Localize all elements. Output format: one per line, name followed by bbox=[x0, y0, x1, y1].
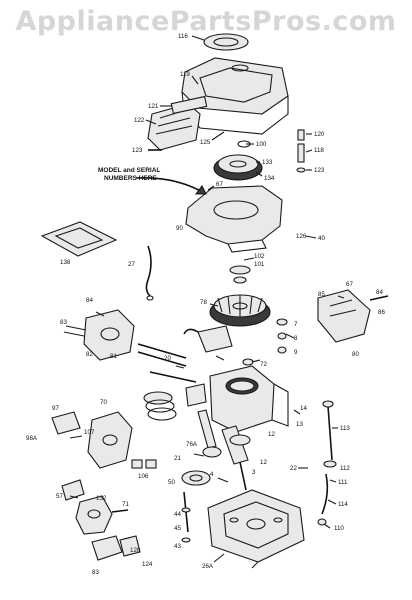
part-label: 21 bbox=[174, 455, 181, 462]
piston-part[interactable] bbox=[143, 383, 207, 421]
part-label: 90 bbox=[176, 225, 183, 232]
part-label: 45 bbox=[174, 525, 181, 532]
governor-parts-7-8-9[interactable] bbox=[242, 318, 288, 366]
part-label: 107 bbox=[84, 429, 95, 436]
part-label: 112 bbox=[340, 465, 350, 472]
ignition-coil-part[interactable] bbox=[183, 325, 233, 353]
control-bracket-part[interactable] bbox=[317, 289, 389, 343]
part-label: 67 bbox=[346, 281, 353, 288]
part-label: 114 bbox=[338, 501, 348, 508]
part-label: 125 bbox=[200, 139, 211, 146]
part-label: 72 bbox=[260, 361, 267, 368]
part-label: 128 bbox=[130, 547, 141, 554]
watermark-text: AppliancePartsPros.com bbox=[15, 6, 397, 37]
part-label: 76A bbox=[186, 441, 198, 448]
fuel-line-part[interactable] bbox=[145, 245, 154, 301]
elbow-124-part[interactable] bbox=[119, 535, 141, 557]
cylinder-block-part[interactable] bbox=[209, 365, 289, 433]
flywheel-part[interactable] bbox=[209, 265, 271, 327]
part-label: 100 bbox=[256, 141, 267, 148]
part-label: 122 bbox=[134, 117, 145, 124]
blower-housing-part[interactable] bbox=[185, 185, 283, 253]
part-label: 7 bbox=[294, 321, 298, 328]
part-label: 83 bbox=[60, 319, 67, 326]
part-label: 118 bbox=[314, 147, 324, 154]
part-label: 113 bbox=[340, 425, 350, 432]
part-label: 133 bbox=[262, 159, 273, 166]
carburetor-part[interactable] bbox=[63, 309, 135, 361]
deflector-106-part[interactable] bbox=[131, 459, 157, 469]
part-label: 4 bbox=[210, 471, 214, 478]
part-label: 44 bbox=[174, 511, 181, 518]
part-label: 9 bbox=[294, 349, 298, 356]
model-serial-arrow bbox=[135, 177, 207, 195]
part-label: 26A bbox=[202, 563, 214, 570]
part-label: 85 bbox=[318, 291, 325, 298]
gasket-138-part[interactable] bbox=[40, 221, 118, 257]
valve-parts[interactable] bbox=[181, 491, 191, 543]
part-label: 83 bbox=[92, 569, 99, 576]
muffler-part[interactable] bbox=[51, 411, 133, 469]
part-label: 12 bbox=[260, 459, 267, 466]
part-label: 106 bbox=[138, 473, 149, 480]
part-label: 57 bbox=[56, 493, 63, 500]
part-label: 110 bbox=[334, 525, 344, 532]
studs-part[interactable] bbox=[137, 343, 197, 383]
part-label: 86 bbox=[378, 309, 385, 316]
part-label: 120 bbox=[314, 131, 325, 138]
part-label: 14 bbox=[300, 405, 307, 412]
part-label: 138 bbox=[60, 259, 71, 266]
part-label: 123 bbox=[132, 147, 143, 154]
air-cleaner-part[interactable] bbox=[147, 95, 208, 151]
part-label: 50 bbox=[168, 479, 175, 486]
recoil-starter-part[interactable] bbox=[213, 140, 263, 181]
part-label: 70 bbox=[100, 399, 107, 406]
part-label: 13 bbox=[296, 421, 303, 428]
part-label: 111 bbox=[338, 479, 348, 486]
spacer-parts-120-118[interactable] bbox=[296, 129, 306, 173]
part-label: 27 bbox=[128, 261, 135, 268]
part-label: 123 bbox=[314, 167, 325, 174]
part-label: 119 bbox=[180, 71, 190, 78]
part-label: 82 bbox=[86, 351, 93, 358]
connecting-rod-part[interactable] bbox=[197, 409, 222, 458]
part-label: 43 bbox=[174, 543, 181, 550]
annotation-line-1: MODEL and SERIAL bbox=[98, 167, 160, 174]
part-label: 40 bbox=[318, 235, 325, 242]
part-label: 126 bbox=[296, 233, 307, 240]
part-label: 78 bbox=[200, 299, 207, 306]
part-label: 102 bbox=[254, 253, 265, 260]
part-label: 134 bbox=[264, 175, 275, 182]
part-label: 98A bbox=[26, 435, 38, 442]
part-label: 101 bbox=[254, 261, 265, 268]
part-label: 71 bbox=[122, 501, 129, 508]
part-label: 12 bbox=[268, 431, 275, 438]
crankcase-cover-part[interactable] bbox=[207, 489, 305, 563]
fuel-pump-part[interactable] bbox=[61, 479, 129, 561]
part-label: 22 bbox=[290, 465, 297, 472]
part-label: 84 bbox=[86, 297, 93, 304]
part-label: 97 bbox=[52, 405, 59, 412]
part-label: 121 bbox=[148, 103, 159, 110]
part-label: 20 bbox=[164, 355, 171, 362]
part-label: 132 bbox=[96, 495, 107, 502]
dipstick-part[interactable] bbox=[317, 400, 337, 526]
part-label: 84 bbox=[376, 289, 383, 296]
part-label: 124 bbox=[142, 561, 153, 568]
part-label: 8 bbox=[294, 335, 298, 342]
leader-lines bbox=[69, 35, 345, 569]
cam-gear-part[interactable] bbox=[181, 470, 211, 486]
part-label: 81 bbox=[110, 353, 117, 360]
part-label: 67 bbox=[216, 181, 223, 188]
part-label: 80 bbox=[352, 351, 359, 358]
annotation-line-2: NUMBERS HERE bbox=[104, 175, 157, 182]
crankshaft-part[interactable] bbox=[221, 425, 251, 491]
part-label: 3 bbox=[252, 469, 256, 476]
part-label: 116 bbox=[178, 33, 188, 40]
